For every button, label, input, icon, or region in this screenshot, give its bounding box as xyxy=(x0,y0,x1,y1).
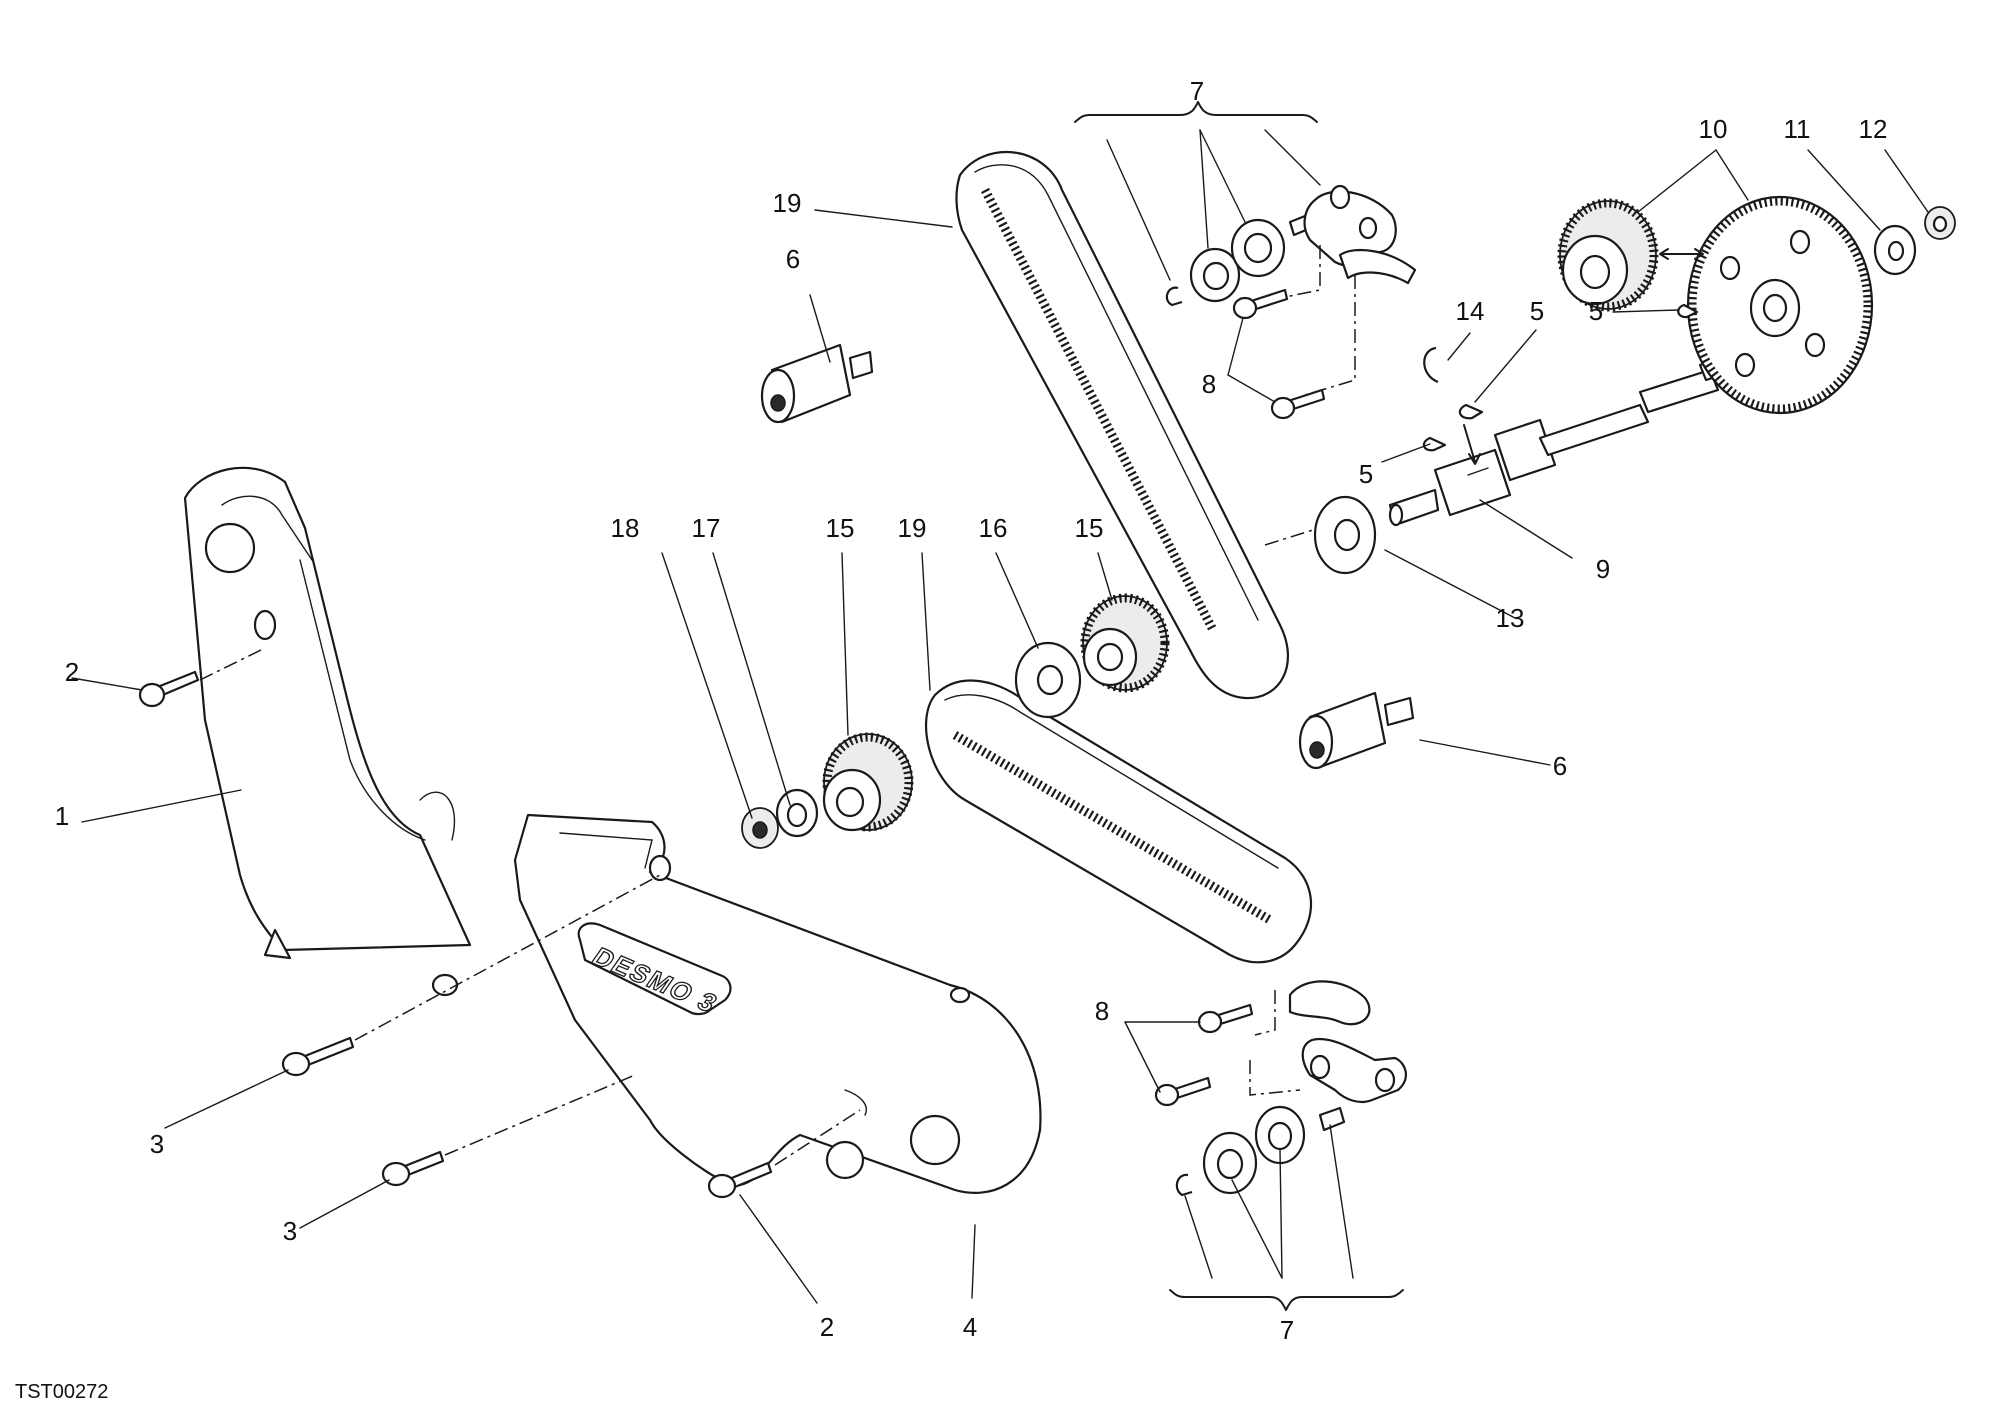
callout-7: 7 xyxy=(1280,1315,1294,1345)
callout-5: 5 xyxy=(1589,296,1603,326)
callout-3: 3 xyxy=(283,1216,297,1246)
callout-17: 17 xyxy=(692,513,721,543)
washer-16 xyxy=(1014,641,1082,719)
callout-4: 4 xyxy=(963,1312,977,1342)
leader-lines xyxy=(71,101,1929,1311)
callout-18: 18 xyxy=(611,513,640,543)
callout-5: 5 xyxy=(1359,459,1373,489)
callout-13: 13 xyxy=(1496,603,1525,633)
rear-belt-cover xyxy=(183,466,472,960)
screw-8-upper xyxy=(1232,288,1326,420)
callout-11: 11 xyxy=(1784,114,1811,144)
key-5-right xyxy=(1677,303,1699,319)
nut-12 xyxy=(1924,206,1956,240)
callout-19: 19 xyxy=(773,188,802,218)
callout-5: 5 xyxy=(1530,296,1544,326)
callout-9: 9 xyxy=(1596,554,1610,584)
bolt-3-upper xyxy=(281,1036,355,1077)
circlip-14 xyxy=(1423,346,1439,384)
callout-15: 15 xyxy=(826,513,855,543)
callout-2: 2 xyxy=(820,1312,834,1342)
washer-17 xyxy=(775,788,819,838)
assembly-line xyxy=(199,647,266,681)
callout-16: 16 xyxy=(979,513,1008,543)
tensioner-assembly-upper xyxy=(1165,184,1417,420)
front-belt-cover: DESMO 3 xyxy=(513,813,1042,1194)
bolt-3-lower xyxy=(381,1150,445,1187)
drawing-code: TST00272 xyxy=(15,1381,108,1403)
callout-6: 6 xyxy=(1553,751,1567,781)
tensioner-assembly-lower xyxy=(1154,980,1407,1197)
pulley-15-upper xyxy=(1080,593,1170,693)
callout-2: 2 xyxy=(65,657,79,687)
callout-8: 8 xyxy=(1095,996,1109,1026)
callout-8: 8 xyxy=(1202,369,1216,399)
assembly-line xyxy=(774,1109,861,1166)
gear-10-large xyxy=(1686,195,1874,415)
callout-7: 7 xyxy=(1190,76,1204,106)
spacer-6-upper xyxy=(760,343,874,424)
gear-10-small xyxy=(1557,198,1659,312)
pulley-15-lower xyxy=(822,732,914,832)
callout-1: 1 xyxy=(55,801,69,831)
camshaft-9 xyxy=(1388,350,1747,527)
callout-19: 19 xyxy=(898,513,927,543)
washer-11 xyxy=(1873,224,1917,276)
callout-3: 3 xyxy=(150,1129,164,1159)
callout-10: 10 xyxy=(1699,114,1728,144)
bolt-2-lower xyxy=(707,1161,773,1199)
timing-belt-upper xyxy=(955,151,1290,700)
callout-6: 6 xyxy=(786,244,800,274)
washer-13 xyxy=(1313,495,1377,575)
spacer-6-lower xyxy=(1298,691,1415,770)
assembly-line xyxy=(354,874,661,1041)
key-5-middle xyxy=(1422,436,1447,452)
callout-12: 12 xyxy=(1859,114,1888,144)
nut-18 xyxy=(741,807,779,849)
timing-belt-lower xyxy=(925,679,1313,964)
assembly-line xyxy=(444,1074,636,1156)
callout-15: 15 xyxy=(1075,513,1104,543)
assembly-line xyxy=(1264,519,1346,546)
screw-8-lower xyxy=(1154,1003,1254,1107)
callout-labels: 1 2 2 3 3 4 5 5 5 6 6 7 7 8 8 9 10 11 12… xyxy=(55,76,1888,1345)
bolt-2-upper xyxy=(138,670,200,708)
callout-14: 14 xyxy=(1456,296,1485,326)
key-5-upper xyxy=(1458,403,1484,420)
